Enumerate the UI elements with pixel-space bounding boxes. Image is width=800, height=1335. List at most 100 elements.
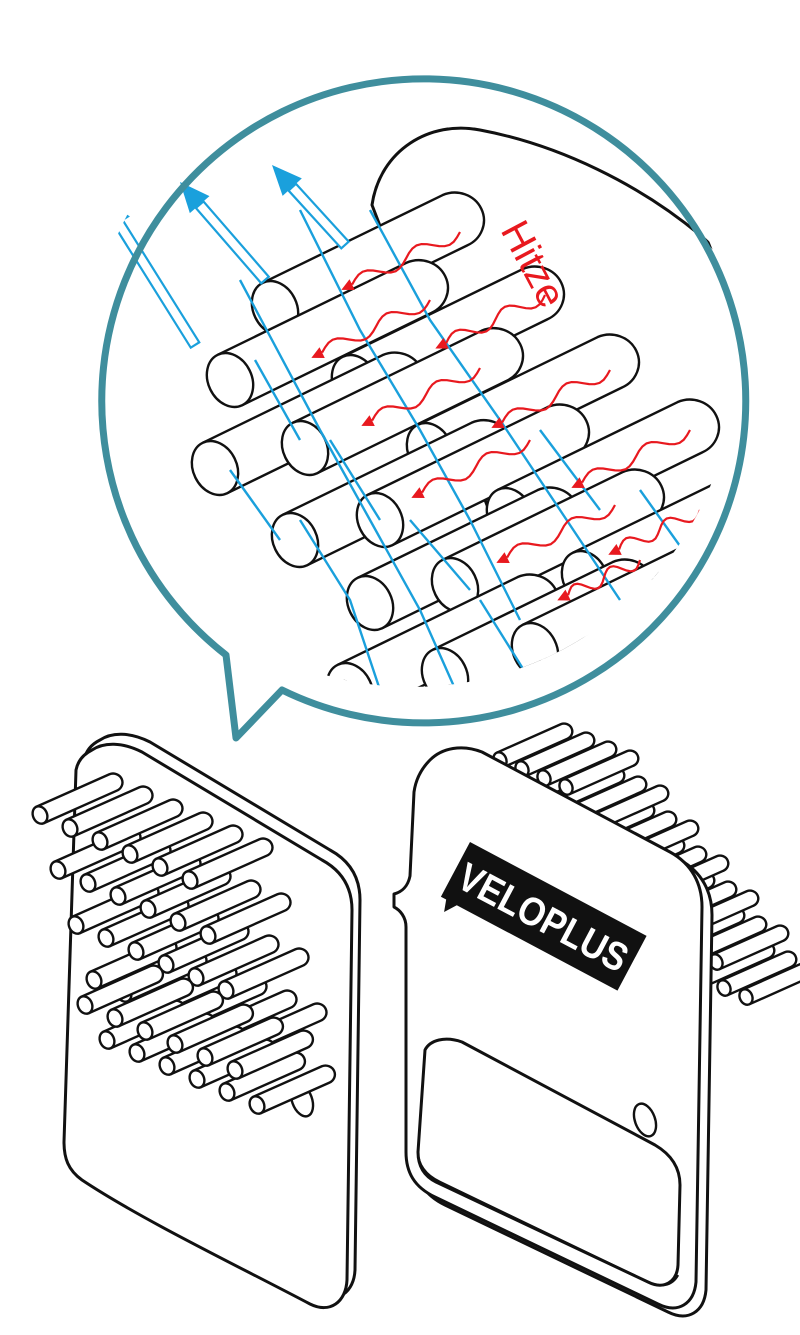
airflow-arrow-1 [103,198,201,350]
left-pin-low-6-end [98,1030,116,1050]
left-pin-16-end [109,886,127,906]
left-pin-15-end [139,899,157,919]
left-pin-low-10-body [140,990,225,1041]
right-pad-friction-edge [416,1151,680,1287]
left-pin-low-11-body [110,977,195,1028]
airflow-line-11 [229,469,281,541]
brake-pad-right: VELOPLUS [392,722,800,1318]
airflow-line-1 [238,279,462,687]
right-pin-1-body [741,962,800,1006]
left-pin-22-body [95,798,184,851]
left-pin-low-7-end [226,1060,244,1080]
heat-squiggle-3 [435,294,546,349]
left-pin-low-12-end [76,995,94,1015]
left-pin-low-8-end [196,1047,214,1067]
left-pin-13-end [199,925,217,945]
left-pin-19 [181,837,274,890]
left-pin-10-end [127,941,145,961]
airflow-line-7 [539,429,601,511]
left-pin-low-4-end [158,1056,176,1076]
airflow-line-10 [298,519,382,687]
left-pin-low-9-body [170,1003,255,1054]
left-pin-7-body [221,947,310,1000]
left-pin-low-1 [248,1064,337,1115]
fin-cylinder-13-end [325,661,375,687]
right-pin-27-body [517,731,596,778]
left-pin-low-3-end [188,1069,206,1089]
left-pin-24 [31,772,124,825]
logo-badge [440,842,647,991]
heat-squiggle-5 [491,369,611,428]
left-pin-14-end [169,912,187,932]
fin-cylinder-1-body [261,191,486,335]
heat-squiggle-1 [341,231,461,290]
magnified-callout: Hitze [98,75,750,742]
left-pin-low-2 [218,1051,307,1102]
heat-squiggle-10 [557,559,642,601]
left-pin-13-body [203,892,292,945]
left-pin-12-end [67,915,85,935]
left-pin-23-body [65,785,154,838]
left-pin-17-end [79,873,97,893]
airflow-line-4 [253,359,302,441]
left-pin-24-end [31,805,49,825]
left-pin-20-body [155,824,244,877]
left-pin-low-9-end [166,1034,184,1054]
left-pin-21-body [125,811,214,864]
right-pin-2 [716,950,798,997]
left-pin-low-7-body [230,1029,315,1080]
left-pin-14 [169,879,262,932]
right-pad-mount-hole [632,1102,658,1138]
right-pin-2-body [719,950,798,997]
airflow-line-9 [478,599,532,681]
left-pin-low-1-end [248,1095,266,1115]
brake-pad-left [31,732,362,1310]
heat-squiggle-4 [361,367,481,426]
left-pin-22-end [91,831,109,851]
airflow-line-5 [328,439,382,521]
right-pad-friction-lining [416,1037,682,1287]
airflow-arrow-2 [180,182,271,285]
left-pin-11-end [97,928,115,948]
airflow-arrow-3 [272,165,351,250]
left-pin-23-end [61,818,79,838]
right-pin-5-body [711,924,790,971]
fin-cylinder-4-end [190,439,240,497]
left-pin-low-10 [136,990,225,1041]
left-pin-13 [199,892,292,945]
airflow-line-2 [298,209,522,621]
fin-cylinder-2-end [205,351,255,409]
callout-bubble-border [98,75,750,742]
left-pin-22 [91,798,184,851]
airflow-lines [229,209,691,687]
left-pin-21-end [121,844,139,864]
fin-cylinder-14-end [420,646,470,687]
left-pin-23 [61,785,154,838]
right-pin-5 [708,924,790,971]
left-pin-20-end [151,857,169,877]
left-pin-20 [151,824,244,877]
left-pin-low-11-end [106,1008,124,1028]
left-pin-19-end [181,870,199,890]
left-pin-low-5-end [128,1043,146,1063]
heat-squiggle-8 [496,504,616,563]
fin-cylinder-10-end [345,574,395,632]
left-pin-low-9 [166,1003,255,1054]
left-pin-8-body [191,934,280,987]
fin-cylinder-7-end [270,511,320,569]
left-pin-7 [217,947,310,1000]
right-pin-25 [558,749,640,796]
right-pin-26-body [539,740,618,787]
airflow-line-6 [409,519,471,591]
left-pin-19-body [185,837,274,890]
left-pin-low-12 [76,964,165,1015]
left-pin-24-body [35,772,124,825]
heat-squiggle-9 [608,509,702,555]
right-pin-28-body [495,722,574,769]
left-pin-18-end [49,860,67,880]
left-pin-low-1-body [252,1064,337,1115]
heat-squiggle-2 [311,299,431,358]
left-pin-low-2-end [218,1082,236,1102]
left-pad-fin-pins [31,772,337,1115]
